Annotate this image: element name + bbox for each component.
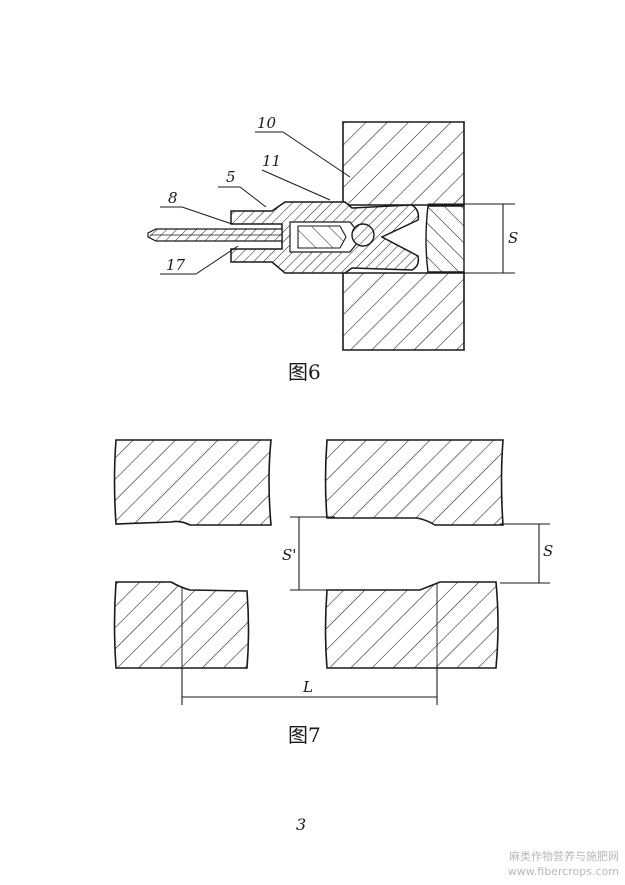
check-ball (351, 223, 375, 247)
label-dim-l: L (302, 678, 313, 696)
label-10: 10 (257, 114, 277, 132)
figure-7-caption: 图7 (288, 723, 321, 747)
upper-block (342, 121, 465, 206)
watermark-line-1: 麻类作物营养与施肥网 (509, 849, 619, 863)
label-8: 8 (168, 189, 178, 207)
figure-6: 10 11 5 8 17 S 图6 (147, 114, 518, 384)
label-5: 5 (226, 168, 236, 186)
label-dim-s-fig7: S (543, 542, 553, 560)
label-dim-s-fig6: S (508, 229, 518, 247)
page-number: 3 (296, 815, 306, 834)
label-17: 17 (166, 256, 186, 274)
label-dim-s-prime: S' (282, 546, 296, 564)
left-top-block (113, 439, 272, 526)
figure-6-caption: 图6 (288, 360, 321, 384)
lower-block (342, 272, 465, 351)
right-top-block (324, 439, 504, 526)
watermark-line-2: www.fibercrops.com (508, 865, 619, 878)
right-bottom-block (324, 581, 499, 669)
nozzle-core (297, 225, 347, 249)
label-11: 11 (262, 152, 281, 170)
left-bottom-block (113, 581, 250, 669)
figure-7: S' S L 图7 (113, 439, 553, 747)
gap-insert (425, 205, 465, 273)
